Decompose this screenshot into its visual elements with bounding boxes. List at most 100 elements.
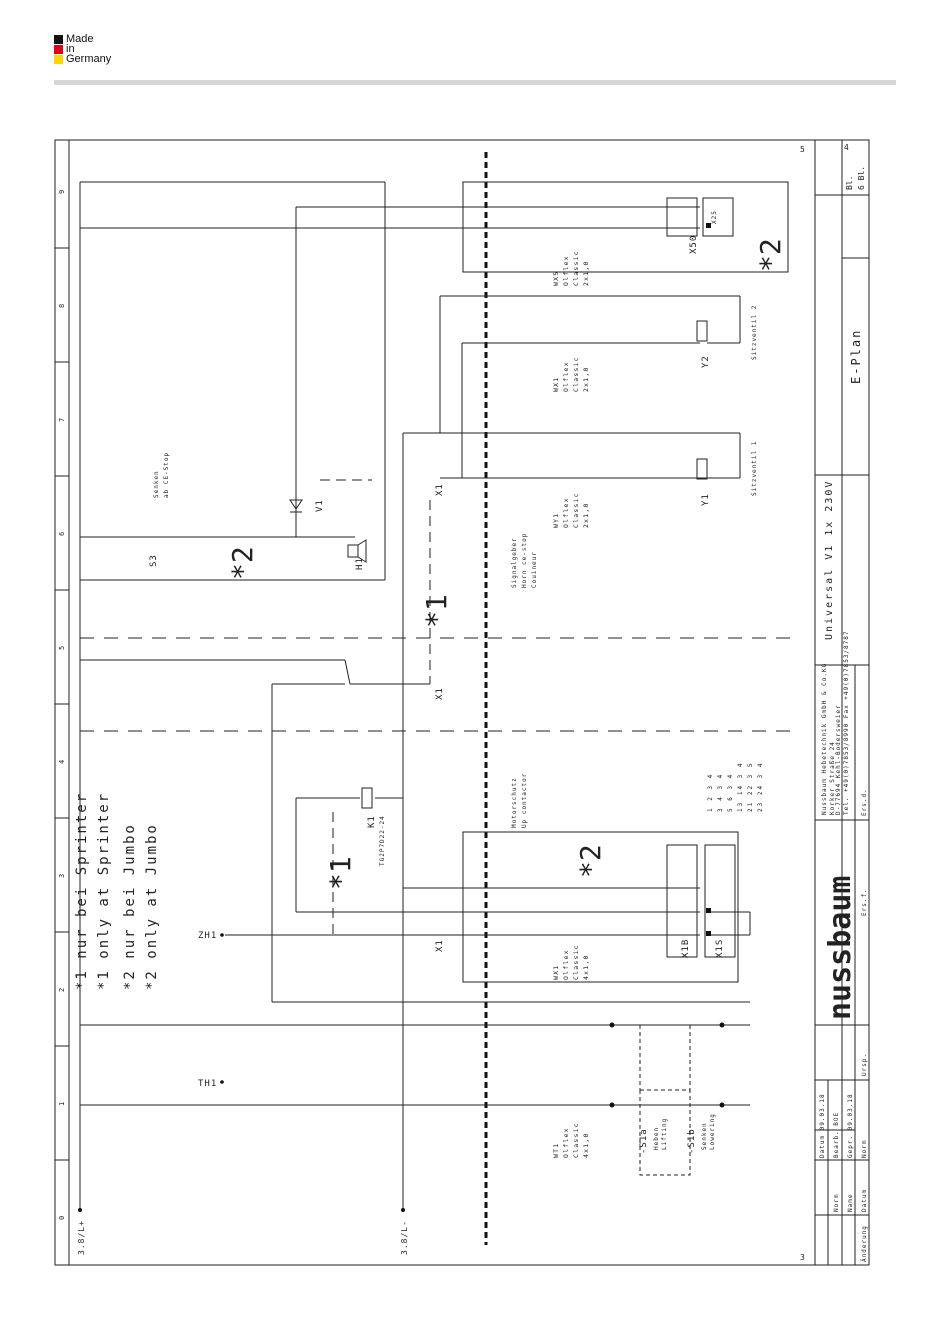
contact-4: 21 22 3 5 xyxy=(747,761,754,812)
page-current: 4 xyxy=(844,143,849,152)
col-2: 2 xyxy=(58,988,66,992)
contact-2: 5 6 3 4 xyxy=(727,773,734,812)
contact-5: 23 24 3 4 xyxy=(757,761,764,812)
s1b-desc-0: Senken xyxy=(701,1122,708,1150)
terminal-zh1: ZH1 xyxy=(198,931,217,941)
cable-wy1-0: WY1 xyxy=(552,513,560,528)
terminal-th1: TH1 xyxy=(198,1079,217,1089)
tb-row-6: Ers.d. xyxy=(861,788,868,816)
cable-wx1b-0: WX1 xyxy=(552,377,560,392)
contact-0: 1 2 3 4 xyxy=(707,773,714,812)
y1-desc: Sitzventil 1 xyxy=(751,441,758,496)
tb-row-5: Ers.f. xyxy=(861,888,868,916)
red-square-icon xyxy=(54,45,63,54)
badge-made: Made xyxy=(66,33,94,45)
col-7: 7 xyxy=(58,418,66,422)
k1-type: TG2P7D22-24 xyxy=(379,815,386,866)
cable-wx5-2: Classic xyxy=(572,250,580,286)
tb-row-0: Datum 09.03.18 xyxy=(819,1093,826,1158)
comp-s1a: -S1a xyxy=(639,1128,649,1154)
legend-line-1: *1 nur bei Sprinter xyxy=(74,792,90,990)
tb-row-4: Ursp. xyxy=(861,1053,868,1076)
cable-wx5-1: Olflex xyxy=(562,255,570,286)
mark-star1-x1: *1 xyxy=(420,594,453,628)
cable-wx5-3: 2x1,0 xyxy=(582,260,590,286)
comp-x50: X50 xyxy=(689,235,699,254)
rail-plus-label: 3.8/L+ xyxy=(77,1220,86,1255)
tb-street: Korker Straße 24 xyxy=(829,741,836,815)
page-prev: 3 xyxy=(800,1253,805,1262)
col-5: 5 xyxy=(58,646,66,650)
tb-footer-3: Norm xyxy=(833,1194,840,1212)
col-4: 4 xyxy=(58,760,66,764)
cable-wx5-0: WX5 xyxy=(552,271,560,286)
cable-wx1b-2: Classic xyxy=(572,356,580,392)
col-1: 1 xyxy=(58,1102,66,1106)
col-9: 9 xyxy=(58,190,66,194)
legend-line-2: *1 only at Sprinter xyxy=(96,792,112,990)
yellow-square-icon xyxy=(54,55,63,64)
tb-footer-0: Änderung xyxy=(861,1225,868,1262)
mark-star2-x1: *2 xyxy=(574,844,607,878)
tb-city: D-77694 Kehl-Bodersweier xyxy=(835,704,842,815)
cable-wt1-3: 4x1,0 xyxy=(582,1132,590,1158)
tb-row-2: Gepr. 09.03.18 xyxy=(847,1093,854,1158)
page-bl-a: Bl. xyxy=(845,176,854,190)
tb-plan: E-Plan xyxy=(849,329,863,384)
cable-wy1-2: Classic xyxy=(572,492,580,528)
s1b-desc-1: Lowering xyxy=(709,1113,716,1150)
col-8: 8 xyxy=(58,304,66,308)
col-0: 0 xyxy=(58,1216,66,1220)
terminal-x1-c: X1 xyxy=(435,483,445,496)
cable-wx1-0: WX1 xyxy=(552,965,560,980)
comp-x1b: X1B xyxy=(681,939,691,958)
signal-1: Horn ce-stop xyxy=(521,533,528,588)
comp-v1: V1 xyxy=(315,499,325,512)
top-rule xyxy=(54,80,896,85)
terminal-x1-a: X1 xyxy=(435,939,445,952)
tb-footer-1: Datum xyxy=(861,1189,868,1212)
mark-star2-x50: *2 xyxy=(754,238,787,272)
tb-tel: Tel. +49(0)7853/8990 Fax +49(0)7853/8787 xyxy=(843,631,850,816)
black-square-icon xyxy=(54,35,63,44)
comp-y2: Y2 xyxy=(701,355,711,368)
cable-wx1b-1: Olflex xyxy=(562,361,570,392)
badge-germany: Germany xyxy=(66,53,112,65)
mark-star2-s3: *2 xyxy=(226,546,259,580)
cable-wt1-2: Classic xyxy=(572,1122,580,1158)
mark-star1-k1: *1 xyxy=(324,856,357,890)
tb-footer-2: Name xyxy=(847,1194,854,1212)
comp-x25: X25 xyxy=(711,210,718,224)
legend-line-3: *2 nur bei Jumbo xyxy=(122,823,138,990)
comp-s3: S3 xyxy=(149,554,159,567)
legend-line-4: *2 only at Jumbo xyxy=(144,823,160,990)
tb-title: Universal V1 1x 230V xyxy=(824,480,835,640)
cable-wt1-1: Olflex xyxy=(562,1127,570,1158)
motor-1: Up contactor xyxy=(521,773,528,828)
badge-in: in xyxy=(66,43,75,55)
cable-wx1-1: Olflex xyxy=(562,949,570,980)
page-bl-b: 6 Bl. xyxy=(857,166,866,190)
s3-desc-1: ab CE-Stop xyxy=(163,452,170,498)
comp-y1: Y1 xyxy=(701,493,711,506)
rail-minus-label: 3.8/L- xyxy=(400,1220,409,1255)
s3-desc-0: Senken xyxy=(153,470,160,498)
comp-k1: K1 xyxy=(367,815,377,828)
cable-wx1b-3: 2x1,0 xyxy=(582,366,590,392)
y2-desc: Sitzventil 2 xyxy=(751,305,758,360)
cable-wx1-2: Classic xyxy=(572,944,580,980)
terminal-x1-b: X1 xyxy=(435,687,445,700)
signal-0: Signalgeber xyxy=(511,537,518,588)
cable-wx1-3: 4x1,0 xyxy=(582,954,590,980)
comp-x1s: X1S xyxy=(715,939,725,958)
cable-wy1-3: 2x1,0 xyxy=(582,502,590,528)
s1a-desc-0: Heben xyxy=(653,1127,660,1150)
contact-1: 3 4 3 4 xyxy=(717,773,724,812)
col-6: 6 xyxy=(58,532,66,536)
tb-company: Nussbaum Hebetechnik GmbH & Co.KG xyxy=(821,663,828,815)
cable-wt1-0: WT1 xyxy=(552,1143,560,1158)
tb-row-3: Norm xyxy=(861,1140,868,1158)
contact-3: 13 14 3 4 xyxy=(737,761,744,812)
motor-0: Motorschutz xyxy=(511,777,518,828)
